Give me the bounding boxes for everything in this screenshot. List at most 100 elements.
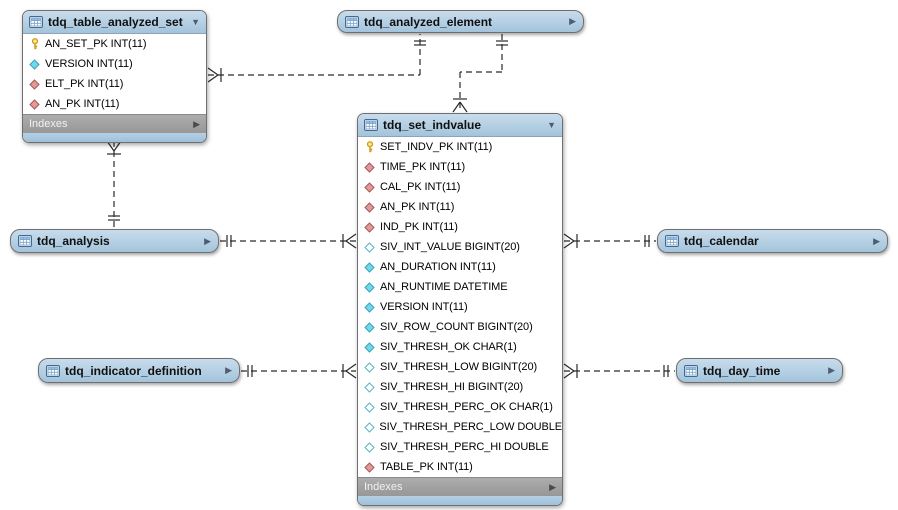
expand-arrow-icon[interactable]: ▶: [569, 16, 576, 26]
expand-arrow-icon[interactable]: ▶: [225, 365, 232, 375]
table-tdq_day_time[interactable]: tdq_day_time ▶: [676, 358, 843, 383]
column-row: VERSION INT(11): [358, 297, 562, 317]
column-label: AN_SET_PK INT(11): [45, 38, 147, 50]
table-title: tdq_calendar: [684, 234, 759, 248]
table-bottom-strip: [23, 133, 206, 142]
table-icon: [364, 119, 378, 131]
key-icon: [28, 37, 41, 51]
table-title: tdq_analysis: [37, 234, 110, 248]
diamond-cyan-icon: [363, 341, 376, 353]
table-tdq_set_indvalue[interactable]: tdq_set_indvalue ▼ SET_INDV_PK INT(11) TIME…: [357, 113, 563, 506]
diamond-cyan-icon: [363, 261, 376, 273]
column-label: TABLE_PK INT(11): [380, 461, 473, 473]
column-label: AN_PK INT(11): [380, 201, 455, 213]
table-title: tdq_indicator_definition: [65, 363, 202, 378]
collapse-arrow-icon[interactable]: ▼: [191, 16, 200, 27]
collapsed-table-header[interactable]: tdq_calendar ▶: [657, 229, 888, 253]
column-label: ELT_PK INT(11): [45, 78, 124, 90]
column-label: SET_INDV_PK INT(11): [380, 141, 493, 153]
column-label: TIME_PK INT(11): [380, 161, 466, 173]
column-label: SIV_THRESH_PERC_OK CHAR(1): [380, 401, 553, 413]
diamond-red-icon: [363, 161, 376, 173]
relationship-setindvalue_to_analysis[interactable]: [220, 233, 357, 249]
column-label: SIV_THRESH_PERC_HI DOUBLE: [380, 441, 549, 453]
column-row: SIV_THRESH_OK CHAR(1): [358, 337, 562, 357]
column-label: SIV_THRESH_OK CHAR(1): [380, 341, 517, 353]
column-label: SIV_THRESH_PERC_LOW DOUBLE: [379, 421, 562, 433]
column-label: AN_PK INT(11): [45, 98, 120, 110]
column-row: SIV_THRESH_LOW BIGINT(20): [358, 357, 562, 377]
column-row: CAL_PK INT(11): [358, 177, 562, 197]
column-row: SIV_THRESH_PERC_HI DOUBLE: [358, 437, 562, 457]
indexes-expand-arrow-icon[interactable]: ▶: [549, 481, 556, 492]
table-title: tdq_set_indvalue: [383, 118, 482, 132]
table-tdq_indicator_definition[interactable]: tdq_indicator_definition ▶: [38, 358, 240, 383]
diamond-red-icon: [28, 98, 41, 110]
collapse-arrow-icon[interactable]: ▼: [547, 119, 556, 130]
diamond-red-icon: [363, 201, 376, 213]
table-header[interactable]: tdq_set_indvalue ▼: [358, 114, 562, 137]
indexes-label: Indexes: [29, 118, 68, 130]
column-row: SIV_INT_VALUE BIGINT(20): [358, 237, 562, 257]
diamond-cyan-hollow-icon: [363, 381, 376, 393]
table-title: tdq_day_time: [703, 363, 781, 378]
relationship-setindvalue_to_daytime[interactable]: [563, 363, 675, 379]
column-row: ELT_PK INT(11): [23, 74, 206, 94]
column-row: VERSION INT(11): [23, 54, 206, 74]
table-tdq_analysis[interactable]: tdq_analysis ▶: [10, 229, 219, 253]
table-icon: [18, 235, 32, 247]
collapsed-table-header[interactable]: tdq_analysis ▶: [10, 229, 219, 253]
collapsed-table-header[interactable]: tdq_day_time ▶: [676, 358, 843, 383]
collapsed-table-header[interactable]: tdq_analyzed_element ▶: [337, 10, 584, 33]
column-list: SET_INDV_PK INT(11) TIME_PK INT(11) CAL_PK…: [358, 137, 562, 477]
column-list: AN_SET_PK INT(11) VERSION INT(11) ELT_PK I…: [23, 34, 206, 114]
column-label: SIV_THRESH_HI BIGINT(20): [380, 381, 524, 393]
expand-arrow-icon[interactable]: ▶: [204, 235, 211, 246]
column-label: VERSION INT(11): [45, 58, 133, 70]
expand-arrow-icon[interactable]: ▶: [828, 365, 835, 375]
diamond-cyan-icon: [363, 281, 376, 293]
column-label: AN_RUNTIME DATETIME: [380, 281, 508, 293]
relationship-setindvalue_to_indicatordef[interactable]: [241, 363, 357, 379]
table-bottom-strip: [358, 496, 562, 505]
table-tdq_table_analyzed_set[interactable]: tdq_table_analyzed_set▼AN_SET_PK INT(11)…: [22, 10, 207, 143]
column-row: TABLE_PK INT(11): [358, 457, 562, 477]
diamond-red-icon: [363, 461, 376, 473]
diamond-cyan-hollow-icon: [363, 241, 376, 253]
diamond-cyan-hollow-icon: [363, 361, 376, 373]
expand-arrow-icon[interactable]: ▶: [873, 235, 880, 246]
table-header[interactable]: tdq_table_analyzed_set▼: [23, 11, 206, 34]
diamond-red-icon: [28, 78, 41, 90]
table-icon: [684, 364, 698, 377]
table-tdq_calendar[interactable]: tdq_calendar ▶: [657, 229, 888, 253]
collapsed-table-header[interactable]: tdq_indicator_definition ▶: [38, 358, 240, 383]
column-label: IND_PK INT(11): [380, 221, 458, 233]
diamond-red-icon: [363, 181, 376, 193]
relationship-analyzedset_to_analyzedelement[interactable]: [207, 34, 426, 83]
column-label: SIV_THRESH_LOW BIGINT(20): [380, 361, 538, 373]
diamond-cyan-icon: [363, 321, 376, 333]
indexes-expand-arrow-icon[interactable]: ▶: [193, 118, 200, 129]
relationship-setindvalue_to_calendar[interactable]: [563, 233, 656, 249]
column-row: SET_INDV_PK INT(11): [358, 137, 562, 157]
indexes-bar[interactable]: Indexes ▶: [23, 114, 206, 133]
table-tdq_analyzed_element[interactable]: tdq_analyzed_element ▶: [337, 10, 584, 33]
column-row: AN_SET_PK INT(11): [23, 34, 206, 54]
column-row: SIV_ROW_COUNT BIGINT(20): [358, 317, 562, 337]
column-label: CAL_PK INT(11): [380, 181, 461, 193]
relationship-setindvalue_to_analyzedelement[interactable]: [452, 34, 508, 113]
key-icon: [363, 140, 376, 154]
column-row: TIME_PK INT(11): [358, 157, 562, 177]
table-title: tdq_analyzed_element: [364, 14, 493, 29]
diamond-cyan-icon: [363, 301, 376, 313]
indexes-bar[interactable]: Indexes▶: [358, 477, 562, 496]
column-label: SIV_INT_VALUE BIGINT(20): [380, 241, 520, 253]
column-row: IND_PK INT(11): [358, 217, 562, 237]
relationship-analyzedset_to_analysis[interactable]: [106, 140, 122, 227]
table-icon: [345, 15, 359, 28]
diamond-cyan-hollow-icon: [363, 401, 376, 413]
diamond-cyan-icon: [28, 58, 41, 70]
diamond-cyan-hollow-icon: [363, 421, 375, 433]
